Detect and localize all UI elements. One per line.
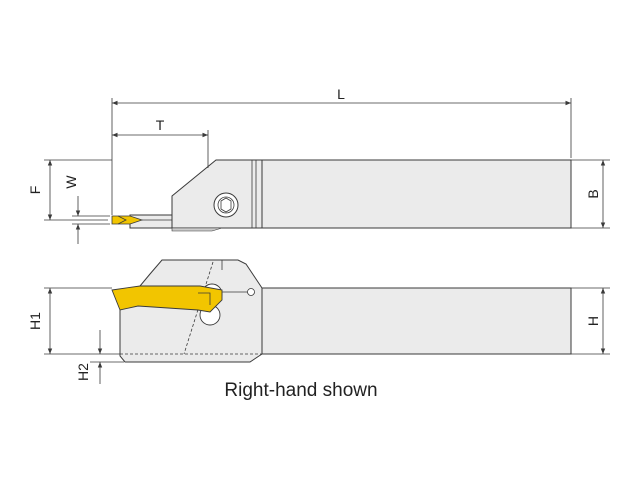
top-head	[171, 159, 263, 229]
side-shank	[261, 287, 572, 355]
dim-W: W	[63, 175, 110, 244]
dim-F: F	[27, 159, 112, 221]
dim-label-B: B	[585, 189, 601, 198]
side-insert	[111, 285, 223, 313]
dim-H: H	[571, 287, 610, 355]
dim-H2: H2	[75, 330, 124, 384]
caption-right-hand-shown: Right-hand shown	[224, 380, 377, 401]
dim-label-H: H	[585, 316, 601, 326]
dim-label-L: L	[337, 86, 345, 102]
dim-B: B	[571, 159, 610, 229]
top-insert	[111, 215, 144, 225]
top-shank	[261, 159, 572, 229]
dim-label-F: F	[27, 186, 43, 195]
side-view	[111, 259, 572, 363]
dim-T: T	[112, 117, 209, 168]
dim-label-W: W	[63, 175, 79, 189]
dim-label-T: T	[156, 117, 165, 133]
top-clamp-screw	[213, 192, 239, 218]
side-head	[119, 259, 263, 363]
side-key-pin	[247, 288, 255, 296]
dim-label-H1: H1	[27, 312, 43, 330]
dim-label-H2: H2	[75, 363, 91, 381]
dim-L: L	[111, 86, 572, 215]
dim-H1: H1	[27, 287, 120, 355]
top-view	[111, 159, 572, 232]
